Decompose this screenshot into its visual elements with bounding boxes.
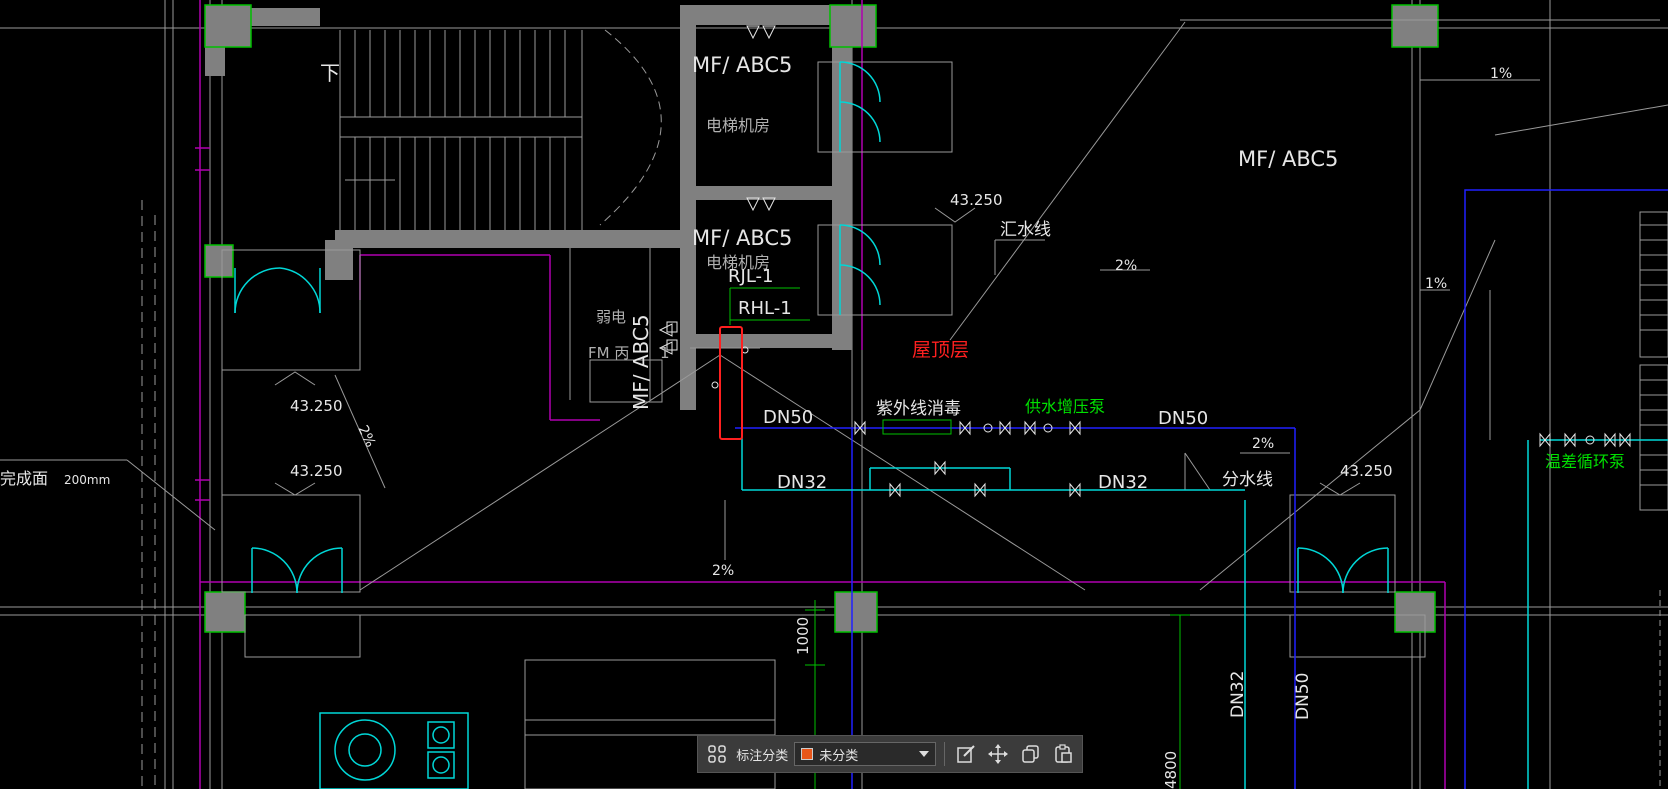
pipe-size-label: DN32 xyxy=(777,472,827,493)
elevation-label: 43.250 xyxy=(290,397,343,415)
slope-label: 2% xyxy=(712,563,734,579)
slope-label: 1% xyxy=(1490,66,1512,82)
edit-icon xyxy=(957,745,975,763)
elevation-label: 43.250 xyxy=(950,191,1003,209)
circulation-pump-label: 温差循环泵 xyxy=(1545,452,1625,471)
riser-label: RHL-1 xyxy=(738,298,792,319)
uv-disinfection-label: 紫外线消毒 xyxy=(876,399,961,419)
dimension-label: 200mm xyxy=(64,473,110,487)
roof-layer-label: 屋顶层 xyxy=(912,339,969,361)
riser-label: RJL-1 xyxy=(728,266,773,287)
grid-icon xyxy=(708,745,726,763)
selected-pipe-highlight[interactable] xyxy=(719,326,743,440)
room-label: 弱电 xyxy=(596,308,626,326)
pipe-size-label: DN32 xyxy=(1098,472,1148,493)
drawing-labels: 下 MF/ ABC5 MF/ ABC5 MF/ ABC5 MF/ ABC5 电梯… xyxy=(0,53,1625,789)
chevron-down-icon xyxy=(918,751,929,757)
edit-button[interactable] xyxy=(953,740,979,768)
pump-label: 供水增压泵 xyxy=(1025,397,1105,416)
extinguisher-label: MF/ ABC5 xyxy=(692,226,792,250)
room-label: 电梯机房 xyxy=(706,253,770,272)
finish-surface-label: 完成面 xyxy=(0,469,48,488)
stair-down-label: 下 xyxy=(320,61,340,85)
category-select-value: 未分类 xyxy=(819,748,859,764)
annotation-category-select[interactable]: 未分类 xyxy=(794,742,936,766)
slope-label: 2% xyxy=(1115,258,1137,274)
pipe-size-label: DN50 xyxy=(1293,673,1313,720)
columns xyxy=(204,4,1439,633)
slope-label: 1% xyxy=(1425,276,1447,292)
valves xyxy=(711,346,1631,498)
dimension-label: 1000 xyxy=(794,617,812,655)
toolbar-divider xyxy=(943,742,945,766)
extinguisher-label: MF/ ABC5 xyxy=(1238,147,1338,171)
move-icon xyxy=(988,744,1009,764)
grid-view-button[interactable] xyxy=(704,740,730,768)
pipe-size-label: DN50 xyxy=(763,407,813,428)
extinguisher-label: MF/ ABC5 xyxy=(692,53,792,77)
elevation-label: 43.250 xyxy=(1340,462,1393,480)
dimension-label: 4800 xyxy=(1162,751,1180,789)
collect-line-label: 汇水线 xyxy=(1000,220,1051,240)
annotation-toolbar: 标注分类 未分类 xyxy=(697,735,1083,773)
fm-label: FM 丙 xyxy=(588,344,629,362)
annotation-category-label: 标注分类 xyxy=(736,748,789,764)
copy-button[interactable] xyxy=(1017,740,1043,768)
extinguisher-icon xyxy=(658,25,776,355)
cyan-pipes xyxy=(234,61,1668,789)
pipe-size-label: DN32 xyxy=(1228,671,1248,718)
split-line-label: 分水线 xyxy=(1222,470,1273,490)
elevation-label: 43.250 xyxy=(290,462,343,480)
copy-icon xyxy=(1021,745,1039,763)
room-label: 电梯机房 xyxy=(706,116,770,135)
pipe-size-label: DN50 xyxy=(1158,408,1208,429)
slope-label: 2% xyxy=(1252,436,1274,452)
extinguisher-label: MF/ ABC5 xyxy=(629,314,653,410)
magenta-lines xyxy=(195,0,1446,789)
move-button[interactable] xyxy=(985,740,1011,768)
category-color-swatch xyxy=(801,748,814,760)
paste-icon xyxy=(1055,744,1072,763)
blue-pipes xyxy=(735,189,1668,789)
paste-button[interactable] xyxy=(1050,740,1076,768)
fm-suffix-label: 1 xyxy=(660,344,670,362)
stair xyxy=(339,29,662,240)
